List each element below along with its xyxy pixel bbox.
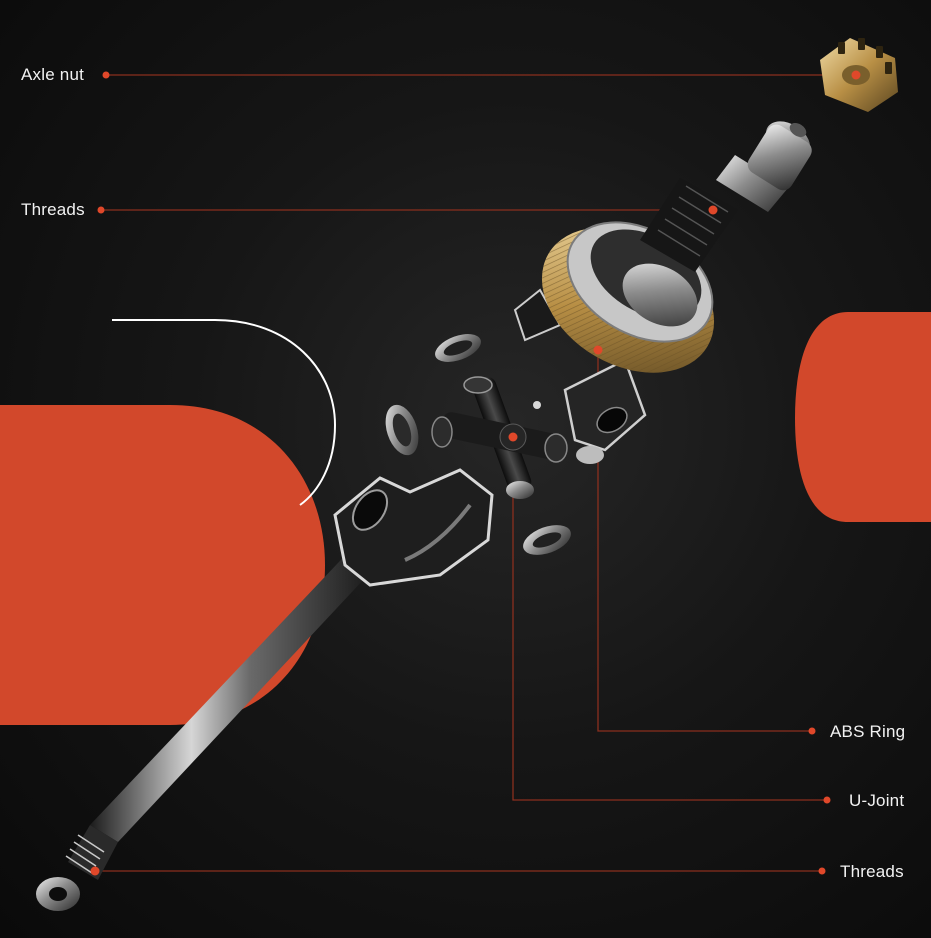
- label-threads-top: Threads: [21, 200, 85, 219]
- decor-red-arc-right: [795, 312, 931, 522]
- abs-ring-icon: [513, 221, 715, 373]
- yoke-icon: [563, 358, 647, 464]
- yoke-icon: [333, 468, 494, 587]
- spline-shaft-icon: [65, 545, 380, 880]
- washer-icon: [385, 404, 419, 456]
- washer-icon: [36, 877, 80, 911]
- decor-red-arc-left: [0, 405, 325, 725]
- decor-white-outline: [112, 319, 337, 506]
- spline-shaft-icon: [640, 121, 812, 272]
- label-u-joint: U-Joint: [849, 791, 905, 810]
- label-abs-ring: ABS Ring: [830, 722, 906, 741]
- label-threads-bottom: Threads: [840, 862, 904, 881]
- washer-icon: [435, 334, 481, 362]
- washer-icon: [523, 525, 571, 555]
- label-axle-nut: Axle nut: [21, 65, 85, 84]
